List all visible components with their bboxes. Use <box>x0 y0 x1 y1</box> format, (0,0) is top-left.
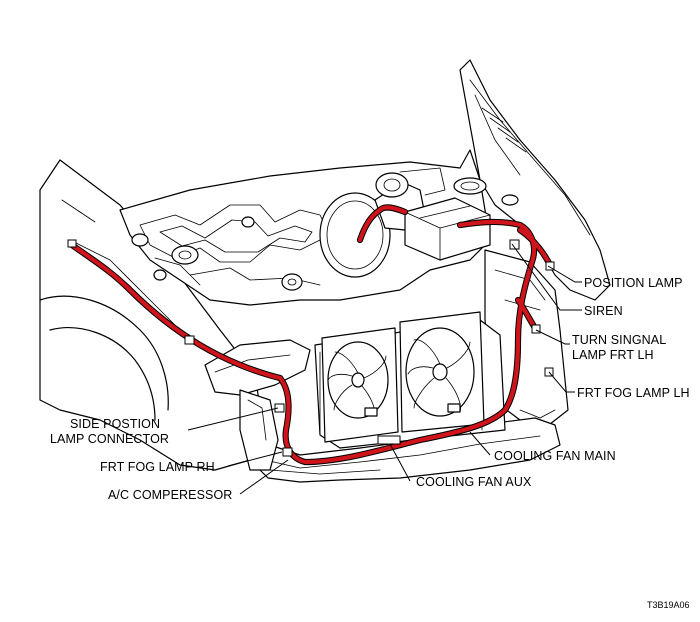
leader-lines <box>187 243 582 495</box>
right-fender <box>453 59 611 301</box>
label-siren: SIREN <box>584 304 623 318</box>
label-ac-compressor: A/C COMPERESSOR <box>108 488 232 502</box>
wiring-harness <box>67 204 555 466</box>
figure-code: T3B19A06 <box>647 600 690 610</box>
label-cooling-fan-aux: COOLING FAN AUX <box>416 475 532 489</box>
label-position-lamp: POSITION LAMP <box>584 276 683 290</box>
label-turn-signal-line1: TURN SINGNAL <box>572 333 666 347</box>
battery-fuse-box <box>404 197 491 261</box>
label-turn-signal-line2: LAMP FRT LH <box>572 348 654 362</box>
callout-labels: POSITION LAMP SIREN TURN SINGNAL LAMP FR… <box>50 276 690 610</box>
label-frt-fog-lamp-rh: FRT FOG LAMP RH <box>100 460 215 474</box>
label-cooling-fan-main: COOLING FAN MAIN <box>494 449 616 463</box>
label-side-position-line2: LAMP CONNECTOR <box>50 432 169 446</box>
main-fan <box>405 327 475 417</box>
radiator-assembly <box>314 311 506 449</box>
label-side-position-line1: SIDE POSTION <box>70 417 160 431</box>
label-frt-fog-lamp-lh: FRT FOG LAMP LH <box>577 386 690 400</box>
